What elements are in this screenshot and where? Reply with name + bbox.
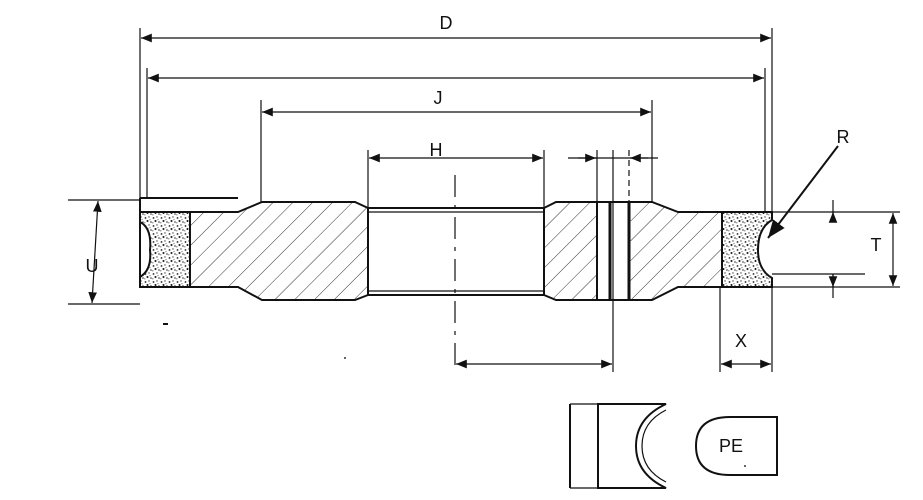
right-hub-body [543, 201, 598, 301]
centre-lines [454, 150, 630, 372]
label-R: R [837, 127, 850, 147]
wheel-cross-section [139, 197, 773, 301]
label-X: X [735, 331, 747, 351]
label-U: U [86, 256, 99, 276]
dim-R-leader [767, 145, 839, 239]
dimension-labels: D J H R T U X [86, 13, 882, 351]
extension-lines [68, 28, 900, 372]
label-H: H [430, 140, 443, 160]
label-PE: PE [719, 436, 743, 456]
label-T: T [871, 235, 882, 255]
dim-U-line [88, 200, 102, 304]
label-J: J [434, 88, 443, 108]
dimension-lines [88, 33, 898, 369]
left-abrasive-rim [139, 211, 191, 288]
right-outer-body [628, 201, 723, 301]
right-abrasive-rim [721, 211, 773, 288]
label-D: D [440, 13, 453, 33]
pe-shape [694, 416, 778, 476]
left-hub-body [189, 201, 369, 301]
concave-profile-shape [597, 403, 667, 489]
bore [367, 207, 545, 296]
pe-profile-detail: PE [569, 403, 778, 489]
stray-marks [163, 323, 346, 359]
